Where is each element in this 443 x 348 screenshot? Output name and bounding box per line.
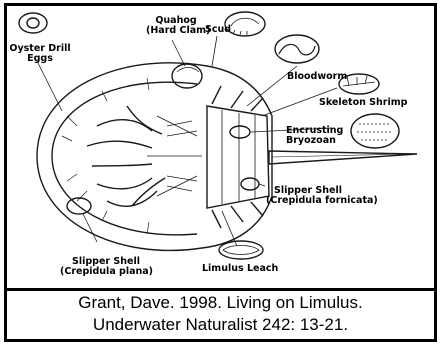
citation-caption: Grant, Dave. 1998. Living on Limulus. Un… (7, 292, 434, 336)
caption-divider (4, 288, 437, 291)
citation-line-2: Underwater Naturalist 242: 13-21. (7, 314, 434, 336)
label-skeleton-shrimp: Skeleton Shrimp (319, 98, 407, 108)
label-quahog: Quahog (Hard Clam) (146, 16, 206, 36)
label-encrusting-bryozoan: Encrusting Bryozoan (286, 126, 343, 146)
label-limulus-leach: Limulus Leach (202, 264, 278, 274)
citation-line-1: Grant, Dave. 1998. Living on Limulus. (7, 292, 434, 314)
label-slipper-shell-fornicata: Slipper Shell (Crepidula fornicata) (266, 186, 378, 206)
label-oyster-drill-eggs: Oyster Drill Eggs (5, 44, 75, 64)
label-slipper-shell-plana: Slipper Shell (Crepidula plana) (60, 257, 152, 277)
label-bloodworm: Bloodworm (287, 72, 347, 82)
label-scud: Scud (205, 25, 231, 35)
